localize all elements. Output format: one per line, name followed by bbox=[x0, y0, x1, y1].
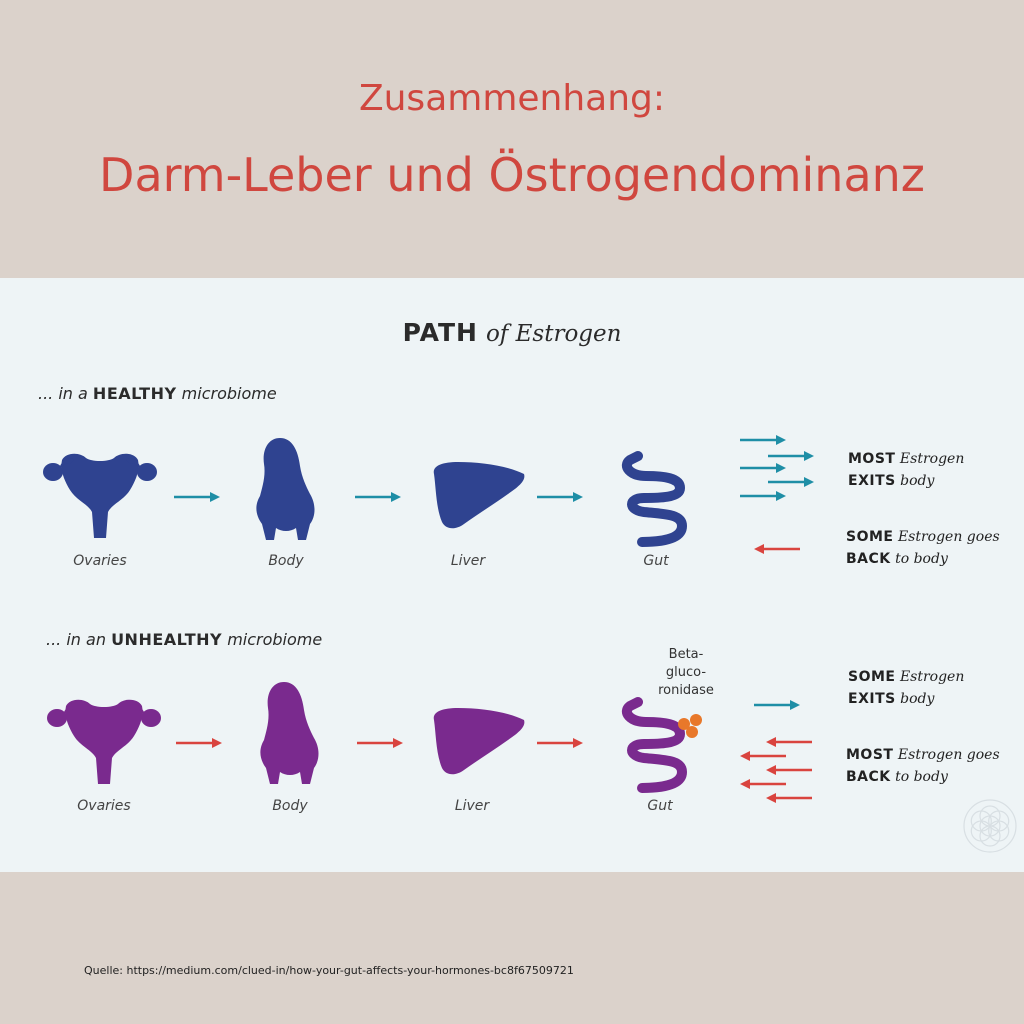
outcome-bold: SOME bbox=[846, 529, 894, 545]
unhealthy-outcome-exit: SOME Estrogen EXITS body bbox=[848, 666, 964, 710]
body-silhouette-icon bbox=[256, 438, 315, 540]
flower-of-life-icon bbox=[963, 799, 1017, 853]
outcome-italic: body bbox=[900, 691, 935, 707]
enzyme-label: Beta- gluco- ronidase bbox=[636, 646, 736, 700]
healthy-outcome-back: SOME Estrogen goes BACK to body bbox=[846, 526, 1000, 570]
header: Zusammenhang: Darm-Leber und Östrogendom… bbox=[0, 0, 1024, 278]
body-silhouette-icon bbox=[260, 682, 319, 784]
title-line-2: Darm-Leber und Östrogendominanz bbox=[99, 148, 925, 202]
outcome-italic: body bbox=[900, 473, 935, 489]
source-footer: Quelle: https://medium.com/clued-in/how-… bbox=[84, 964, 574, 977]
unhealthy-keyword: UNHEALTHY bbox=[111, 630, 223, 649]
unhealthy-prefix: ... in an bbox=[46, 630, 106, 649]
gut-icon bbox=[621, 451, 688, 547]
diagram-panel: PATH of Estrogen ... in a HEALTHY microb… bbox=[0, 278, 1024, 872]
bacteria-icon bbox=[678, 714, 702, 738]
outcome-italic: to body bbox=[895, 769, 948, 785]
liver-icon bbox=[433, 462, 525, 529]
organ-label-liver: Liver bbox=[450, 553, 486, 569]
unhealthy-outcome-back: MOST Estrogen goes BACK to body bbox=[846, 744, 1000, 788]
arrow-right-icon bbox=[357, 738, 403, 748]
outcome-bold: MOST bbox=[848, 451, 896, 467]
gut-icon bbox=[621, 697, 702, 793]
organ-label-gut: Gut bbox=[647, 798, 673, 814]
organ-label-ovaries: Ovaries bbox=[77, 798, 131, 814]
organ-label-liver: Liver bbox=[454, 798, 490, 814]
healthy-suffix: microbiome bbox=[181, 384, 277, 403]
arrow-right-icon bbox=[754, 700, 800, 710]
outcome-bold: BACK bbox=[846, 769, 891, 785]
arrow-right-icon bbox=[355, 492, 401, 502]
arrow-right-icon bbox=[174, 492, 220, 502]
healthy-prefix: ... in a bbox=[38, 384, 88, 403]
outcome-bold: MOST bbox=[846, 747, 894, 763]
uterus-icon bbox=[47, 699, 161, 784]
unhealthy-suffix: microbiome bbox=[227, 630, 323, 649]
arrow-right-icon bbox=[176, 738, 222, 748]
organ-label-gut: Gut bbox=[643, 553, 669, 569]
healthy-keyword: HEALTHY bbox=[92, 384, 177, 403]
arrow-right-icon bbox=[537, 492, 583, 502]
healthy-outcome-exit: MOST Estrogen EXITS body bbox=[848, 448, 964, 492]
uterus-icon bbox=[43, 453, 157, 538]
outcome-italic: Estrogen goes bbox=[897, 747, 1000, 763]
unhealthy-section-label: ... in an UNHEALTHY microbiome bbox=[46, 630, 322, 649]
healthy-section-label: ... in a HEALTHY microbiome bbox=[38, 384, 277, 403]
enzyme-line: gluco- bbox=[665, 665, 707, 680]
outcome-italic: Estrogen bbox=[899, 451, 965, 467]
arrow-right-icon bbox=[537, 738, 583, 748]
diagram-title-bold: PATH bbox=[402, 318, 478, 347]
organ-label-body: Body bbox=[272, 798, 308, 814]
outcome-italic: Estrogen goes bbox=[897, 529, 1000, 545]
outcome-italic: to body bbox=[895, 551, 948, 567]
enzyme-line: Beta- bbox=[668, 647, 704, 662]
exit-arrows-icon bbox=[740, 435, 814, 501]
outcome-bold: EXITS bbox=[848, 473, 896, 489]
title-line-1: Zusammenhang: bbox=[358, 78, 666, 119]
return-arrows-icon bbox=[740, 737, 812, 803]
arrow-left-icon bbox=[754, 544, 800, 554]
organ-label-ovaries: Ovaries bbox=[73, 553, 127, 569]
outcome-bold: SOME bbox=[848, 669, 896, 685]
enzyme-line: ronidase bbox=[658, 683, 714, 698]
outcome-bold: EXITS bbox=[848, 691, 896, 707]
outcome-italic: Estrogen bbox=[899, 669, 965, 685]
liver-icon bbox=[433, 708, 525, 775]
outcome-bold: BACK bbox=[846, 551, 891, 567]
diagram-title: PATH of Estrogen bbox=[0, 318, 1024, 347]
organ-label-body: Body bbox=[268, 553, 304, 569]
diagram-title-rest: of Estrogen bbox=[485, 321, 622, 347]
